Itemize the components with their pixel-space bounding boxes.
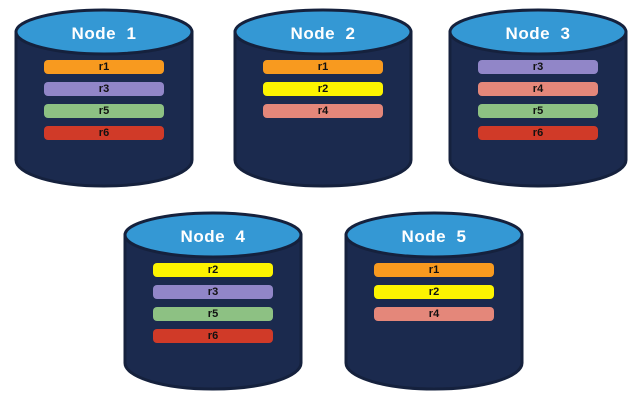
replica-list: r2 r3 r5 r6 <box>153 263 273 343</box>
replica-bar[interactable]: r5 <box>478 104 598 118</box>
replica-list: r1 r3 r5 r6 <box>44 60 164 140</box>
replica-list: r1 r2 r4 <box>263 60 383 118</box>
replica-bar[interactable]: r3 <box>478 60 598 74</box>
replica-bar[interactable]: r2 <box>153 263 273 277</box>
replica-bar[interactable]: r2 <box>374 285 494 299</box>
replica-bar[interactable]: r6 <box>44 126 164 140</box>
replica-bar[interactable]: r1 <box>44 60 164 74</box>
replica-bar[interactable]: r4 <box>263 104 383 118</box>
replica-bar[interactable]: r4 <box>478 82 598 96</box>
replica-bar[interactable]: r4 <box>374 307 494 321</box>
replica-bar[interactable]: r1 <box>374 263 494 277</box>
replica-bar[interactable]: r6 <box>478 126 598 140</box>
replica-bar[interactable]: r1 <box>263 60 383 74</box>
replica-bar[interactable]: r3 <box>153 285 273 299</box>
replica-list: r1 r2 r4 <box>374 263 494 321</box>
replica-bar[interactable]: r2 <box>263 82 383 96</box>
replica-bar[interactable]: r3 <box>44 82 164 96</box>
replica-bar[interactable]: r6 <box>153 329 273 343</box>
replica-bar[interactable]: r5 <box>153 307 273 321</box>
replica-bar[interactable]: r5 <box>44 104 164 118</box>
replica-list: r3 r4 r5 r6 <box>478 60 598 140</box>
